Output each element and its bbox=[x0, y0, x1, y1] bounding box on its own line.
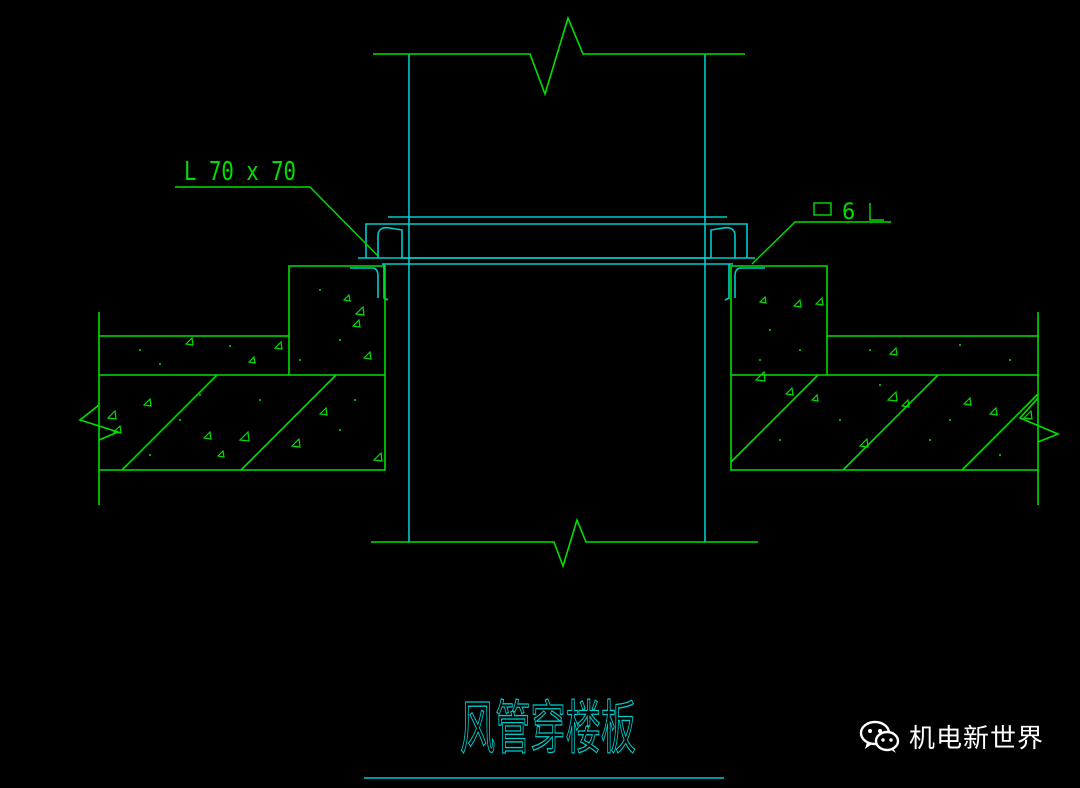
floor-structure bbox=[78, 265, 1061, 505]
angle-steel-leader bbox=[175, 186, 379, 257]
left-curb-outline bbox=[99, 265, 386, 471]
left-hatch-2 bbox=[240, 374, 337, 471]
fillet-weld-symbol bbox=[869, 203, 884, 221]
duct bbox=[408, 54, 706, 542]
watermark: 机电新世界 bbox=[859, 718, 1044, 755]
angle-steel-flange bbox=[350, 216, 765, 301]
right-hatch-2 bbox=[842, 374, 939, 471]
right-hatch-3 bbox=[961, 393, 1039, 471]
angle-steel-label: L 70 x 70 bbox=[184, 157, 296, 187]
left-break-mark bbox=[78, 404, 121, 441]
concrete-aggregate-hatch bbox=[106, 293, 1033, 462]
wechat-icon bbox=[859, 720, 900, 753]
drawing-title: 风管穿楼板 bbox=[460, 694, 636, 762]
right-hatch-1 bbox=[730, 374, 819, 463]
flange-inner-left bbox=[377, 226, 403, 258]
bottom-break-line bbox=[371, 517, 758, 569]
top-break-line bbox=[373, 15, 745, 97]
flange-frame bbox=[365, 223, 748, 258]
weld-size-label: 6 bbox=[842, 200, 855, 225]
weld-leader bbox=[751, 202, 891, 265]
right-angle-hook bbox=[724, 264, 765, 301]
flange-inner-right bbox=[710, 226, 736, 258]
right-break-mark bbox=[1018, 397, 1061, 443]
weld-box-symbol bbox=[813, 202, 832, 216]
left-hatch-1 bbox=[121, 374, 218, 471]
left-angle-hook bbox=[350, 264, 389, 301]
concrete-aggregate-dots bbox=[139, 289, 1011, 456]
right-curb-outline bbox=[730, 265, 1038, 471]
watermark-text: 机电新世界 bbox=[908, 724, 1044, 754]
